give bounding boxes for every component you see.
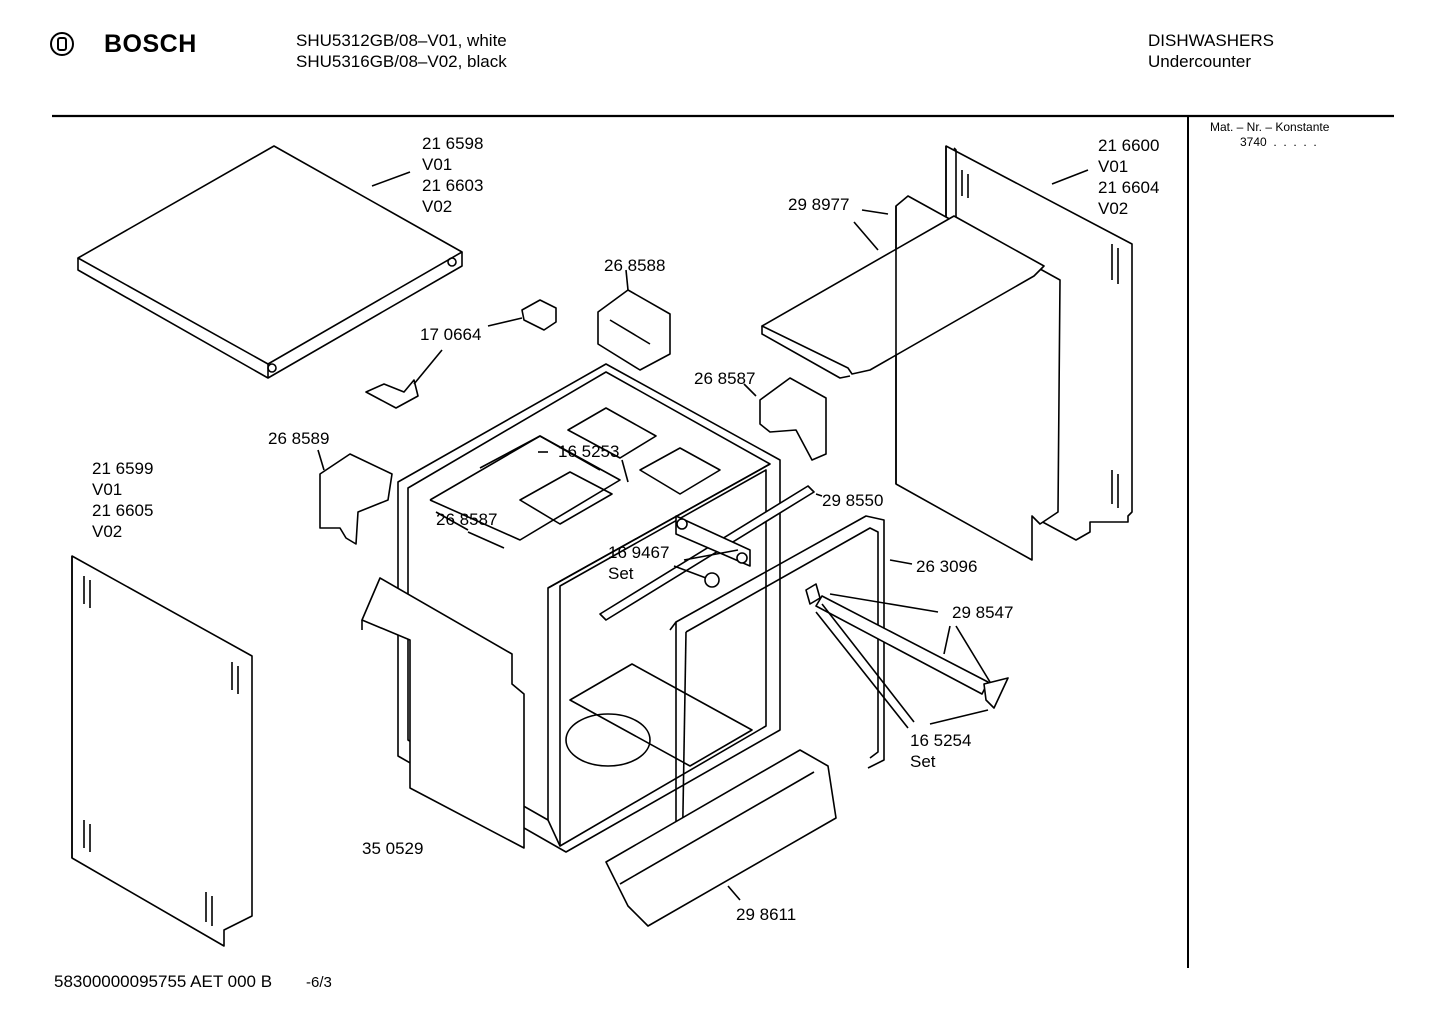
callout-298611: 29 8611 — [736, 905, 797, 924]
callout-right-panel-1: 21 6600 — [1098, 136, 1160, 155]
callout-right-panel-4: V02 — [1098, 199, 1129, 218]
category-subtitle: Undercounter — [1148, 52, 1252, 71]
callout-left-panel-1: 21 6599 — [92, 459, 154, 478]
callout-350529: 35 0529 — [362, 839, 424, 858]
rail-298547-part — [805, 583, 1009, 709]
callout-165254: 16 5254 — [910, 731, 972, 750]
material-number-title: Mat. – Nr. – Konstante — [1210, 120, 1330, 134]
holder-268588-part — [597, 289, 671, 371]
clip-170664-part — [365, 299, 557, 409]
callout-298977: 29 8977 — [788, 195, 850, 214]
brand-name: BOSCH — [104, 30, 197, 58]
callout-left-panel-3: 21 6605 — [92, 501, 154, 520]
model-line-1: SHU5312GB/08–V01, white — [296, 31, 507, 50]
top-cover-part — [77, 145, 463, 379]
plinth-rail-298611-part — [605, 749, 837, 927]
document-id: 58300000095755 AET 000 B — [54, 972, 273, 991]
callout-298547: 29 8547 — [952, 603, 1014, 622]
callout-165253: 16 5253 — [558, 442, 620, 461]
callout-top-cover-3: 21 6603 — [422, 176, 484, 195]
callout-right-panel-2: V01 — [1098, 157, 1129, 176]
holder-268589-part — [319, 453, 393, 545]
bracket-169467-part — [675, 515, 751, 588]
callout-top-cover-2: V01 — [422, 155, 453, 174]
left-side-panel-part — [71, 555, 253, 947]
rear-panel-part — [761, 195, 1061, 561]
callout-268589: 26 8589 — [268, 429, 330, 448]
callout-left-panel-4: V02 — [92, 522, 123, 541]
model-line-2: SHU5316GB/08–V02, black — [296, 52, 507, 71]
callout-263096: 26 3096 — [916, 557, 978, 576]
callout-169467-set: Set — [608, 564, 634, 583]
callout-268587-top: 26 8587 — [694, 369, 756, 388]
rod-298550-part — [599, 485, 815, 621]
callout-left-panel-2: V01 — [92, 480, 123, 499]
callout-165254-set: Set — [910, 752, 936, 771]
material-number-value: 3740 . . . . . — [1240, 135, 1317, 149]
callout-268587-mid: 26 8587 — [436, 510, 498, 529]
front-fascia-part — [361, 577, 525, 849]
callout-268588: 26 8588 — [604, 256, 666, 275]
callout-170664: 17 0664 — [420, 325, 482, 344]
category-title: DISHWASHERS — [1148, 31, 1274, 50]
callout-top-cover-4: V02 — [422, 197, 453, 216]
callout-169467: 16 9467 — [608, 543, 670, 562]
callout-top-cover-1: 21 6598 — [422, 134, 484, 153]
holder-268587-top-part — [759, 377, 827, 461]
bosch-logo-icon — [50, 32, 74, 56]
callout-right-panel-3: 21 6604 — [1098, 178, 1160, 197]
page-number: -6/3 — [306, 974, 332, 991]
callout-298550: 29 8550 — [822, 491, 884, 510]
